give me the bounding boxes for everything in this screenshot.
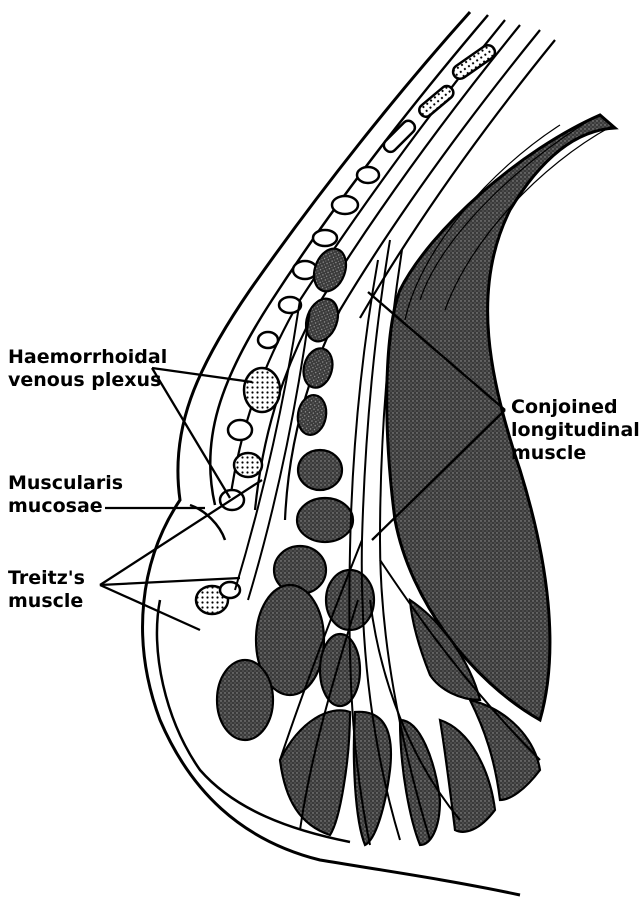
haemorrhoidal-venous-plexus-label: Haemorrhoidal venous plexus (8, 346, 167, 392)
leader-treitz-3 (100, 585, 200, 630)
label-line: mucosae (8, 495, 123, 518)
label-line: muscle (8, 590, 85, 613)
treitz-muscle-label: Treitz's muscle (8, 567, 85, 613)
label-line: Muscularis (8, 472, 123, 495)
leader-treitz-2 (100, 578, 240, 585)
label-line: longitudinal (511, 419, 640, 442)
label-line: venous plexus (8, 369, 167, 392)
label-line: Treitz's (8, 567, 85, 590)
label-line: muscle (511, 442, 640, 465)
muscularis-mucosae-label: Muscularis mucosae (8, 472, 123, 518)
label-line: Haemorrhoidal (8, 346, 167, 369)
leader-treitz-1 (100, 480, 262, 585)
label-line: Conjoined (511, 396, 640, 419)
conjoined-longitudinal-muscle-label: Conjoined longitudinal muscle (511, 396, 640, 465)
